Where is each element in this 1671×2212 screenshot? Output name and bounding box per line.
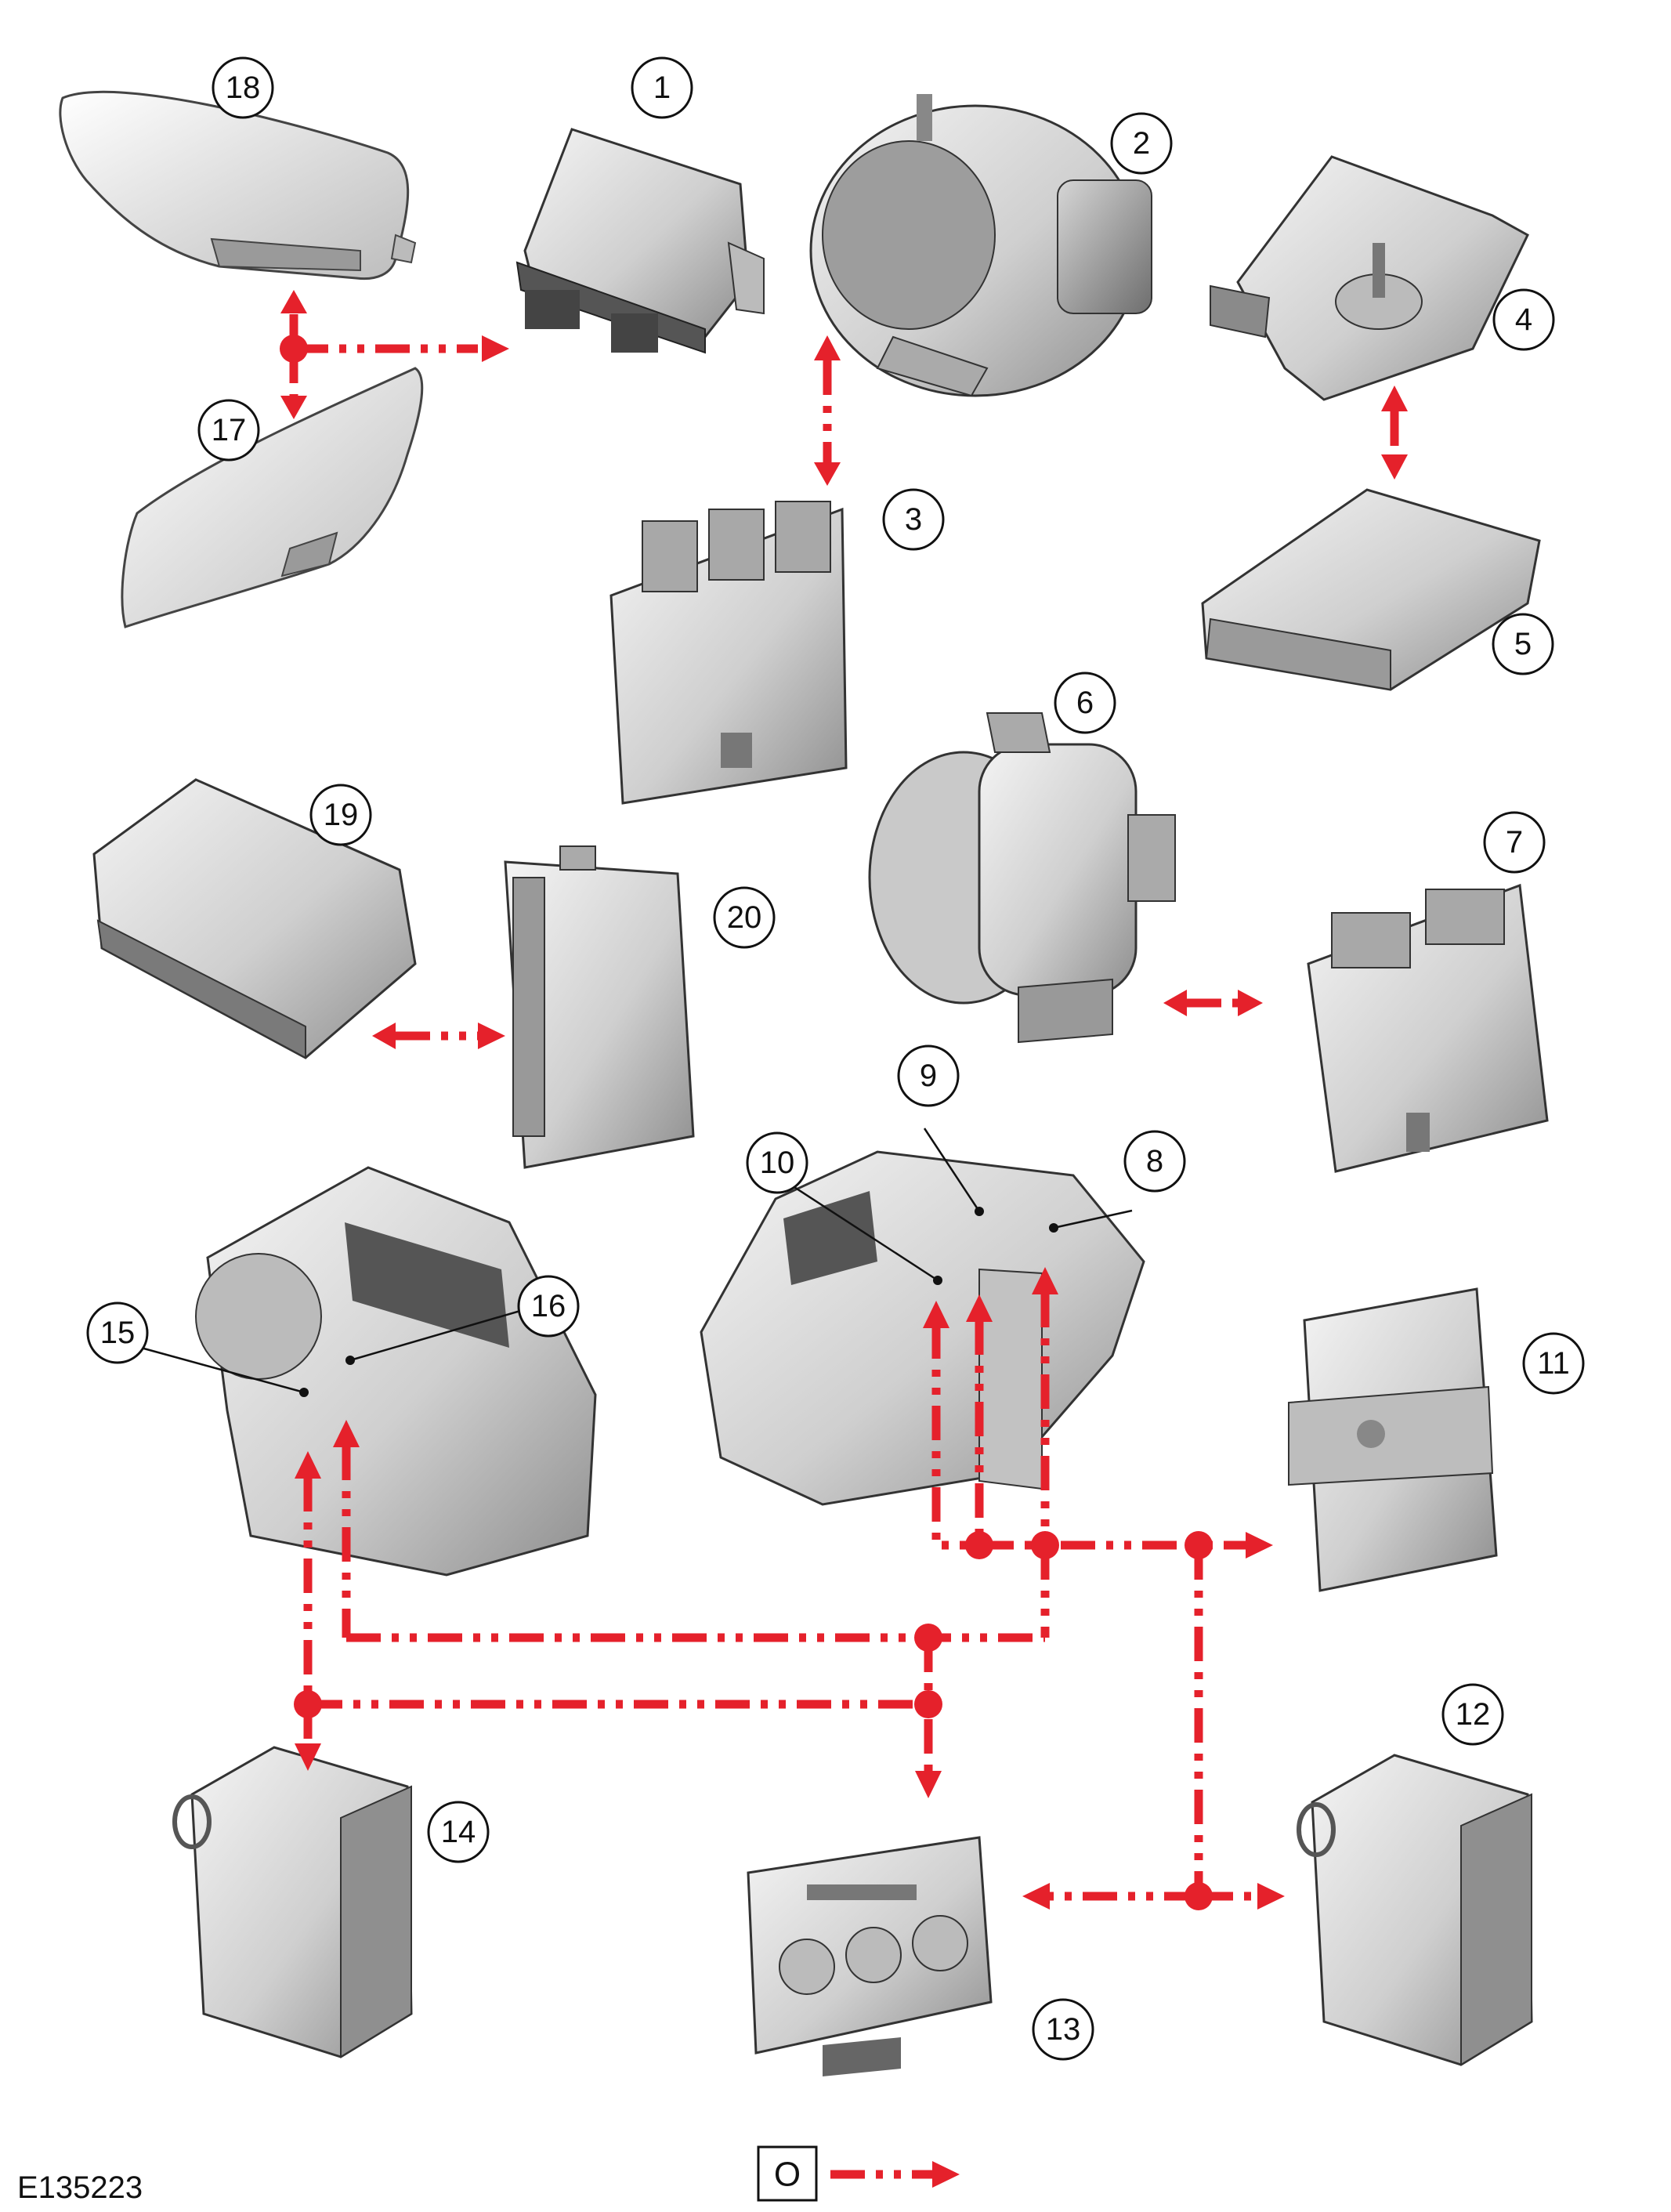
callout-18: 18	[212, 56, 274, 119]
alternator-2	[809, 94, 1152, 397]
callout-circle	[897, 1044, 960, 1107]
callout-circle	[1032, 1998, 1094, 2061]
callout-number: 18	[226, 71, 261, 105]
callout-circle	[309, 784, 372, 846]
callout-circle	[1123, 1130, 1186, 1193]
control-module-1	[515, 128, 765, 354]
engine-control-module-7	[1307, 883, 1549, 1173]
callout-circle	[1522, 1332, 1585, 1395]
control-module-19	[92, 778, 417, 1059]
hvac-assembly-right	[700, 1150, 1145, 1506]
control-module-12	[1297, 1754, 1533, 2066]
callout-number: 11	[1537, 1346, 1570, 1381]
callout-1: 1	[631, 56, 693, 119]
callout-4: 4	[1492, 288, 1555, 351]
callout-circle	[86, 1301, 149, 1364]
callout-circle	[882, 488, 945, 551]
callout-10: 10	[746, 1131, 808, 1194]
callout-circle	[746, 1131, 808, 1194]
callout-number: 1	[653, 71, 671, 105]
callout-6: 6	[1054, 672, 1116, 734]
control-module-11	[1288, 1287, 1498, 1592]
callout-number: 14	[441, 1815, 476, 1849]
callout-circle	[517, 1275, 580, 1338]
callout-circle	[212, 56, 274, 119]
callout-number: 17	[212, 413, 247, 447]
alternator-6	[868, 712, 1176, 1044]
callout-number: 7	[1506, 825, 1523, 860]
callout-number: 16	[531, 1289, 566, 1323]
callout-11: 11	[1522, 1332, 1585, 1395]
callout-12: 12	[1441, 1683, 1504, 1746]
network-arrowheads	[280, 290, 1408, 2188]
callout-number: 5	[1514, 627, 1532, 661]
callout-circle	[197, 399, 260, 462]
callout-20: 20	[713, 886, 776, 949]
callout-number: 3	[905, 502, 922, 537]
callout-circle	[1110, 112, 1173, 175]
control-module-5	[1201, 488, 1541, 691]
callout-circle	[1054, 672, 1116, 734]
headlamp-upper	[59, 90, 417, 281]
callout-circle	[427, 1801, 490, 1863]
callout-circle	[1483, 811, 1546, 874]
callout-number: 13	[1046, 2012, 1081, 2047]
figure-reference: E135223	[17, 2170, 143, 2205]
callout-circle	[631, 56, 693, 119]
callout-number: 6	[1076, 686, 1094, 720]
callout-circle	[1492, 288, 1555, 351]
callout-9: 9	[897, 1044, 960, 1107]
callout-17: 17	[197, 399, 260, 462]
callout-number: 19	[324, 798, 359, 832]
control-module-20	[504, 845, 695, 1169]
network-bus-lines	[289, 310, 1399, 2179]
callout-8: 8	[1123, 1130, 1186, 1193]
callout-16: 16	[517, 1275, 580, 1338]
callout-number: 15	[100, 1316, 136, 1350]
callout-3: 3	[882, 488, 945, 551]
callout-circle	[1441, 1683, 1504, 1746]
engine-control-module-3	[609, 501, 848, 805]
callout-number: 10	[760, 1146, 795, 1180]
callout-13: 13	[1032, 1998, 1094, 2061]
callout-number: 4	[1515, 302, 1532, 337]
callout-number: 20	[727, 900, 762, 935]
headlamp-lower	[121, 367, 424, 628]
network-junctions	[280, 335, 1213, 1910]
callout-7: 7	[1483, 811, 1546, 874]
control-module-14	[172, 1746, 413, 2058]
callout-number: 9	[920, 1059, 937, 1093]
climate-control-panel-13	[747, 1836, 993, 2076]
callout-19: 19	[309, 784, 372, 846]
callout-leaders	[140, 1128, 1133, 1394]
callout-5: 5	[1492, 613, 1554, 675]
callout-circle	[713, 886, 776, 949]
callout-2: 2	[1110, 112, 1173, 175]
callout-circle	[1492, 613, 1554, 675]
callout-number: 8	[1146, 1144, 1163, 1178]
legend-key: O	[757, 2145, 818, 2202]
sensor-4	[1210, 155, 1529, 401]
callout-number: 2	[1133, 126, 1150, 161]
callout-15: 15	[86, 1301, 149, 1364]
legend-key-letter: O	[774, 2156, 801, 2194]
callout-number: 12	[1456, 1697, 1491, 1732]
callout-14: 14	[427, 1801, 490, 1863]
hvac-assembly-left	[195, 1166, 597, 1577]
